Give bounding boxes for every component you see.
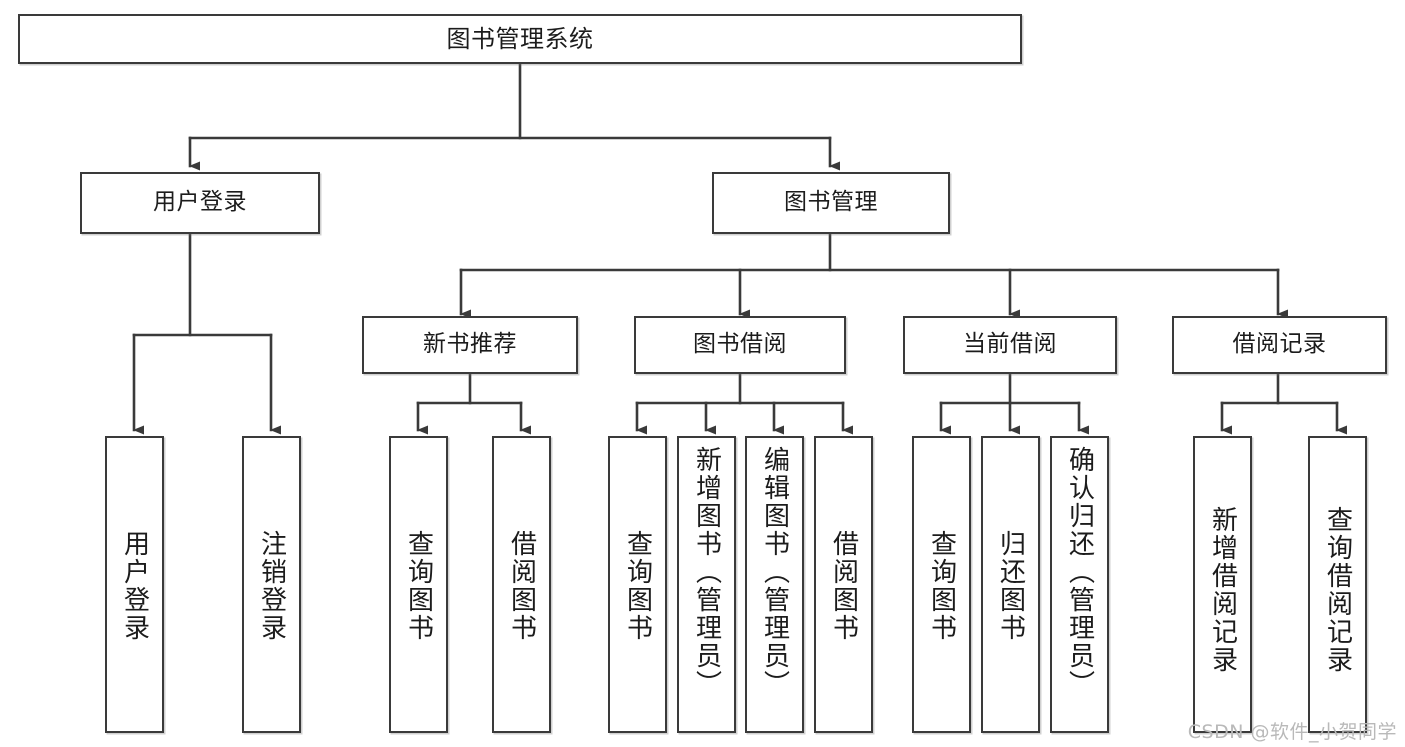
node-leaf-new-book-borrow[interactable]: 借阅图书 bbox=[492, 436, 551, 733]
node-leaf-new-book-query-label: 查询图书 bbox=[403, 530, 434, 642]
node-leaf-book-borrow-query-label: 查询图书 bbox=[622, 530, 653, 642]
node-leaf-current-borrow-query[interactable]: 查询图书 bbox=[912, 436, 971, 733]
node-leaf-book-borrow-borrow[interactable]: 借阅图书 bbox=[814, 436, 873, 733]
node-book-borrow[interactable]: 图书借阅 bbox=[634, 316, 846, 374]
node-leaf-current-borrow-return-label: 归还图书 bbox=[995, 530, 1026, 642]
node-book-management[interactable]: 图书管理 bbox=[712, 172, 950, 234]
node-leaf-borrow-record-add-label: 新增借阅记录 bbox=[1207, 506, 1238, 674]
node-user-login[interactable]: 用户登录 bbox=[80, 172, 320, 234]
node-leaf-user-login-logout[interactable]: 注销登录 bbox=[242, 436, 301, 733]
node-root-system[interactable]: 图书管理系统 bbox=[18, 14, 1022, 64]
node-leaf-current-borrow-return[interactable]: 归还图书 bbox=[981, 436, 1040, 733]
node-leaf-borrow-record-add[interactable]: 新增借阅记录 bbox=[1193, 436, 1252, 733]
node-leaf-user-login-login-label: 用户登录 bbox=[119, 530, 150, 642]
node-new-book-recommend[interactable]: 新书推荐 bbox=[362, 316, 578, 374]
node-leaf-current-borrow-query-label: 查询图书 bbox=[926, 530, 957, 642]
node-leaf-book-borrow-add[interactable]: 新增图书（管理员） bbox=[677, 436, 736, 733]
node-leaf-new-book-query[interactable]: 查询图书 bbox=[389, 436, 448, 733]
watermark-text: CSDN @软件_小贺同学 bbox=[1187, 721, 1397, 743]
node-borrow-record[interactable]: 借阅记录 bbox=[1172, 316, 1387, 374]
node-book-management-label: 图书管理 bbox=[784, 189, 878, 216]
node-leaf-book-borrow-borrow-label: 借阅图书 bbox=[828, 530, 859, 642]
node-leaf-book-borrow-edit-label: 编辑图书（管理员） bbox=[759, 446, 790, 698]
node-borrow-record-label: 借阅记录 bbox=[1232, 331, 1327, 358]
node-current-borrow-label: 当前借阅 bbox=[963, 331, 1057, 358]
node-new-book-recommend-label: 新书推荐 bbox=[423, 331, 517, 358]
node-leaf-borrow-record-query[interactable]: 查询借阅记录 bbox=[1308, 436, 1367, 733]
node-leaf-new-book-borrow-label: 借阅图书 bbox=[506, 530, 537, 642]
node-leaf-borrow-record-query-label: 查询借阅记录 bbox=[1322, 506, 1353, 674]
node-leaf-current-borrow-confirm-label: 确认归还（管理员） bbox=[1064, 446, 1095, 698]
node-leaf-current-borrow-confirm[interactable]: 确认归还（管理员） bbox=[1050, 436, 1109, 733]
node-leaf-user-login-logout-label: 注销登录 bbox=[256, 530, 287, 642]
node-user-login-label: 用户登录 bbox=[153, 189, 247, 216]
node-leaf-user-login-login[interactable]: 用户登录 bbox=[105, 436, 164, 733]
node-book-borrow-label: 图书借阅 bbox=[693, 331, 787, 358]
node-leaf-book-borrow-edit[interactable]: 编辑图书（管理员） bbox=[745, 436, 804, 733]
node-root-system-label: 图书管理系统 bbox=[446, 24, 594, 53]
node-leaf-book-borrow-query[interactable]: 查询图书 bbox=[608, 436, 667, 733]
node-leaf-book-borrow-add-label: 新增图书（管理员） bbox=[691, 446, 722, 698]
node-current-borrow[interactable]: 当前借阅 bbox=[903, 316, 1117, 374]
